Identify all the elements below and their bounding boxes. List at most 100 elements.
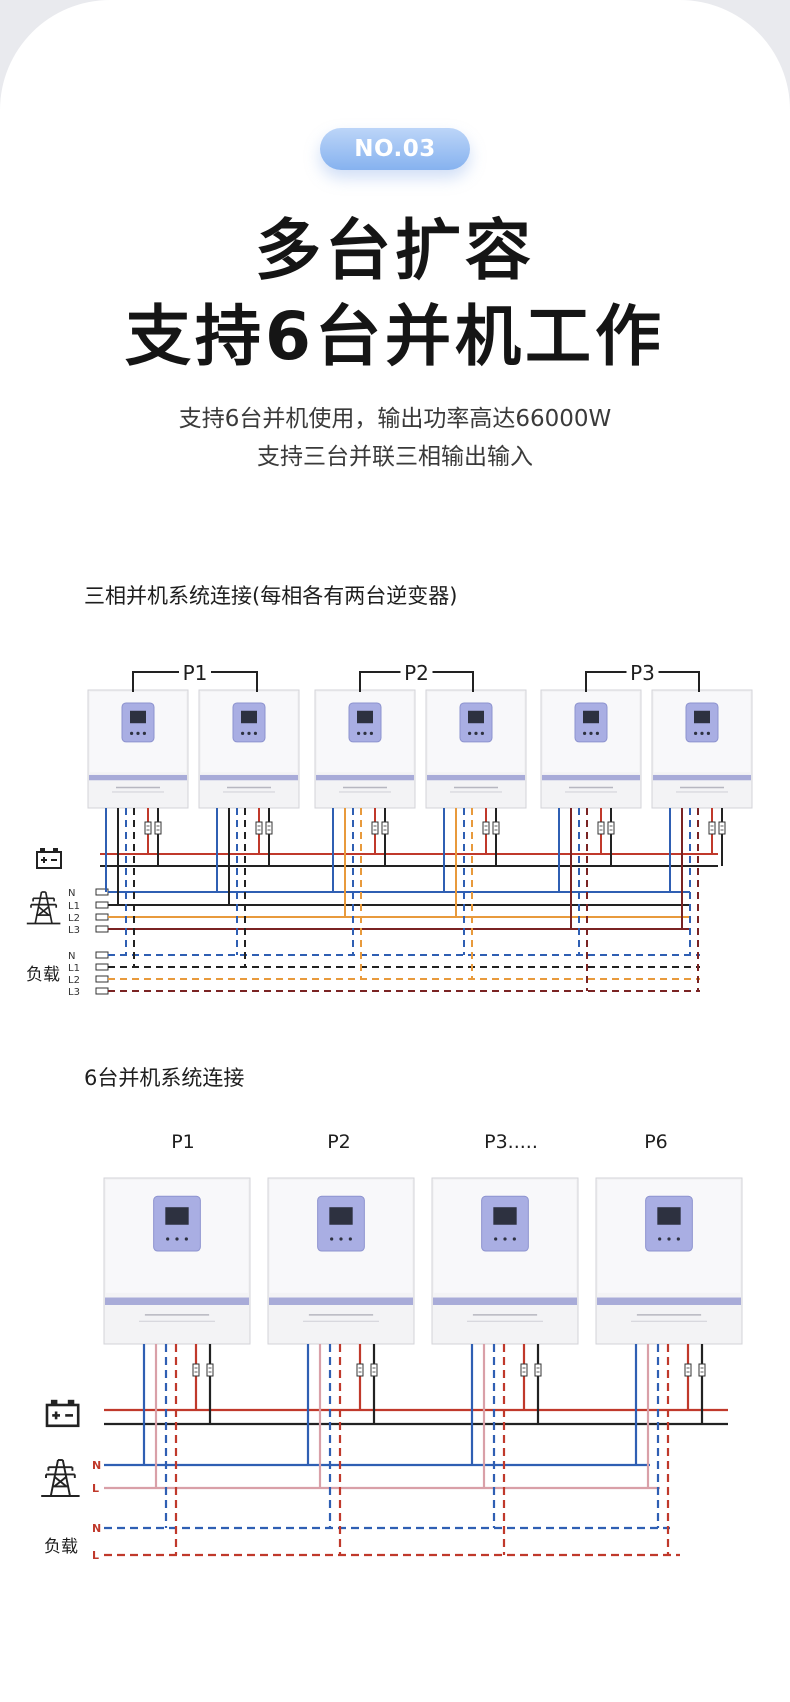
panel-button-dot <box>330 1237 334 1241</box>
group-bracket <box>132 671 179 692</box>
lcd-display <box>130 710 146 724</box>
inverter-nameplate <box>450 791 502 793</box>
inverter-stripe <box>316 774 414 781</box>
load-title: 负载 <box>44 1537 78 1557</box>
power-tower-icon <box>26 891 61 925</box>
section-number-badge: NO.03 <box>320 128 470 170</box>
breaker-body <box>492 821 500 835</box>
battery-body <box>36 851 62 869</box>
panel-button-dot <box>658 1237 662 1241</box>
breaker-body <box>144 821 152 835</box>
panel-button-dot <box>166 1237 170 1241</box>
battery-body <box>45 1403 80 1428</box>
group-label: P3 <box>630 661 655 685</box>
unit-label: P1 <box>171 1131 195 1153</box>
terminal-block <box>95 901 109 909</box>
breaker-body <box>520 1363 528 1377</box>
section1-title: 三相并机系统连接(每相各有两台逆变器) <box>84 584 458 608</box>
breaker-icon <box>192 1363 200 1377</box>
breaker-body <box>255 821 263 835</box>
breaker-icon <box>206 1363 214 1377</box>
inverter-nameplate <box>144 1314 210 1316</box>
battery-icon <box>45 1399 80 1428</box>
breaker-icon <box>597 821 605 835</box>
inverter-nameplate <box>631 1320 707 1322</box>
panel-button-dot <box>241 731 245 735</box>
breaker-icon <box>356 1363 364 1377</box>
breaker-body <box>192 1363 200 1377</box>
breaker-icon <box>520 1363 528 1377</box>
inverter-nameplate <box>680 786 724 789</box>
inverter-nameplate <box>339 791 391 793</box>
terminal-block <box>95 951 109 959</box>
battery-icon <box>36 848 62 869</box>
inverter-unit <box>595 1177 743 1345</box>
group-label: P2 <box>404 661 429 685</box>
inverter-stripe <box>542 774 640 781</box>
group-bracket <box>359 671 401 692</box>
grid-line-label: L3 <box>68 925 80 936</box>
inverter-stripe <box>105 1297 249 1305</box>
inverter-nameplate <box>565 791 617 793</box>
breaker-body <box>265 821 273 835</box>
inverter-nameplate <box>303 1320 379 1322</box>
terminal-block <box>95 987 109 995</box>
battery-terminal <box>67 1399 75 1405</box>
inverter-stripe <box>89 774 187 781</box>
grid-line-label: N <box>68 888 75 899</box>
breaker-icon <box>371 821 379 835</box>
terminal-block <box>95 975 109 983</box>
lcd-display <box>583 710 599 724</box>
breaker-body <box>482 821 490 835</box>
breaker-body <box>534 1363 542 1377</box>
breaker-body <box>708 821 716 835</box>
lcd-display <box>357 710 373 724</box>
panel-button-dot <box>700 731 704 735</box>
breaker-icon <box>381 821 389 835</box>
panel-button-dot <box>503 1237 507 1241</box>
panel-button-dot <box>667 1237 671 1241</box>
load-line-label: L <box>92 1549 99 1562</box>
terminal-block <box>95 913 109 921</box>
lcd-display <box>493 1207 517 1225</box>
panel-button-dot <box>468 731 472 735</box>
panel-button-dot <box>694 731 698 735</box>
inverter-unit <box>267 1177 415 1345</box>
lcd-display <box>657 1207 681 1225</box>
breaker-icon <box>534 1363 542 1377</box>
panel-button-dot <box>676 1237 680 1241</box>
breaker-icon <box>684 1363 692 1377</box>
panel-button-dot <box>595 731 600 735</box>
panel-button-dot <box>357 731 361 735</box>
panel-button-dot <box>175 1237 179 1241</box>
load-line-label: L1 <box>68 963 80 974</box>
panel-button-dot <box>589 731 593 735</box>
breaker-icon <box>698 1363 706 1377</box>
breaker-icon <box>154 821 162 835</box>
inverter-nameplate <box>223 791 275 793</box>
group-bracket <box>432 671 474 692</box>
panel-button-dot <box>480 731 484 735</box>
breaker-icon <box>265 821 273 835</box>
breaker-body <box>206 1363 214 1377</box>
inverter-stripe <box>427 774 525 781</box>
tower-strut <box>53 1476 67 1488</box>
panel-button-dot <box>494 1237 498 1241</box>
breaker-icon <box>708 821 716 835</box>
load-line-label: N <box>68 951 75 962</box>
panel-button-dot <box>142 731 146 735</box>
lcd-display <box>468 710 484 724</box>
battery-terminal <box>40 848 45 852</box>
lcd-display <box>241 710 257 724</box>
inverter-unit <box>314 689 416 809</box>
inverter-nameplate <box>343 786 387 789</box>
inverter-stripe <box>653 774 751 781</box>
inverter-unit <box>540 689 642 809</box>
breaker-icon <box>718 821 726 835</box>
battery-terminal <box>50 1399 58 1405</box>
group-bracket <box>585 671 627 692</box>
inverter-nameplate <box>636 1314 702 1316</box>
panel-button-dot <box>184 1237 188 1241</box>
inverter-nameplate <box>472 1314 538 1316</box>
